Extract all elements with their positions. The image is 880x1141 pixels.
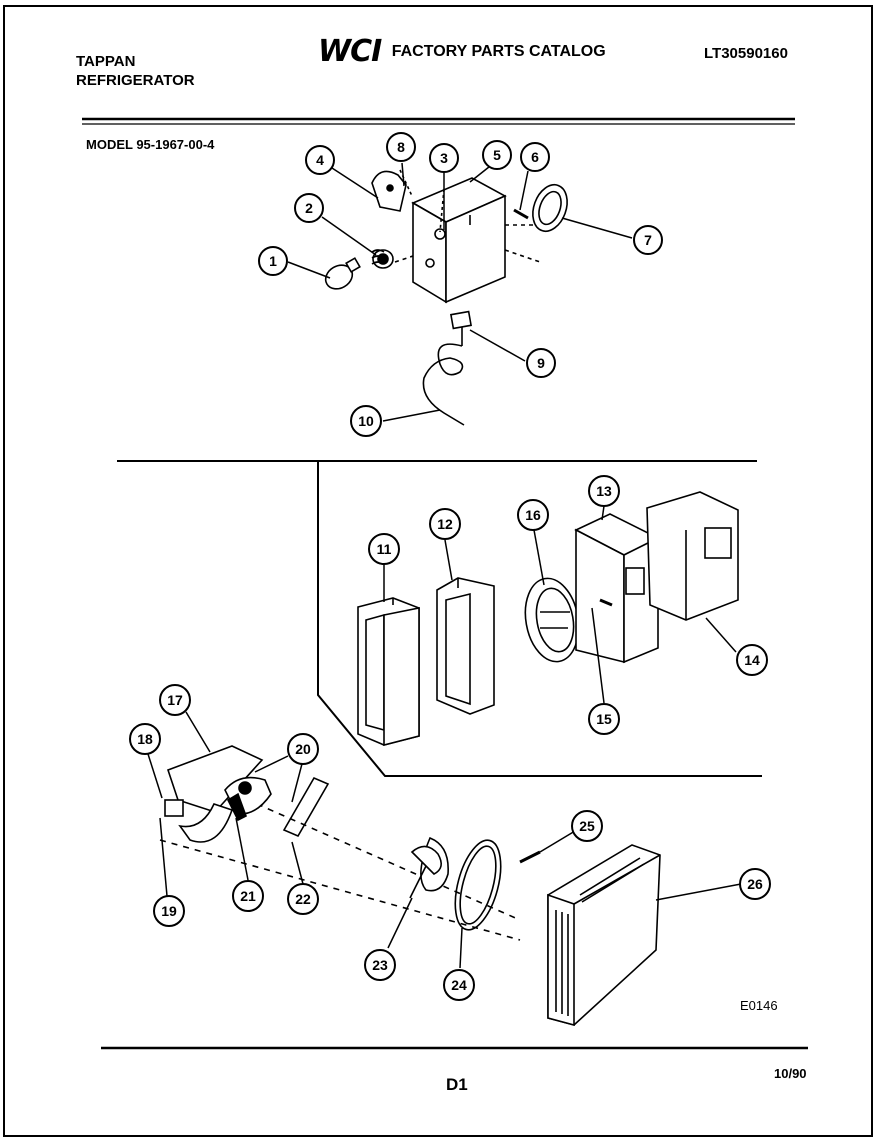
- callout-24: 24: [443, 969, 475, 1001]
- callout-18: 18: [129, 723, 161, 755]
- housing-box-part: [411, 177, 507, 304]
- callout-26: 26: [739, 868, 771, 900]
- callout-label: 13: [596, 483, 612, 499]
- middle-assembly: [357, 491, 739, 747]
- fan-motor-part-21: [224, 776, 272, 822]
- callout-8: 8: [386, 132, 416, 162]
- fan-ring-part-24: [454, 839, 502, 931]
- model-number: MODEL 95-1967-00-4: [86, 137, 215, 152]
- diagram-code: E0146: [740, 998, 778, 1013]
- callout-label: 23: [372, 957, 388, 973]
- callout-6: 6: [520, 142, 550, 172]
- cover-part-14: [646, 491, 739, 621]
- callout-label: 19: [161, 903, 177, 919]
- screw-part-6: [513, 208, 529, 220]
- screw-part-25: [519, 850, 541, 864]
- callout-19: 19: [153, 895, 185, 927]
- page-date: 10/90: [774, 1066, 807, 1081]
- callout-label: 7: [644, 232, 652, 248]
- callout-4: 4: [305, 145, 335, 175]
- bracket-part: [371, 170, 407, 212]
- fan-blade-part-23: [409, 836, 449, 899]
- bottom-assembly: [159, 745, 661, 1027]
- callout-label: 1: [269, 253, 277, 269]
- callout-2: 2: [294, 193, 324, 223]
- callout-label: 9: [537, 355, 545, 371]
- product-name: REFRIGERATOR: [76, 72, 195, 89]
- bracket-part-22: [282, 776, 330, 838]
- callout-5: 5: [482, 140, 512, 170]
- catalog-number: LT30590160: [704, 45, 788, 62]
- callout-16: 16: [517, 499, 549, 531]
- callout-23: 23: [364, 949, 396, 981]
- socket-part: [371, 249, 394, 269]
- callout-13: 13: [588, 475, 620, 507]
- callout-label: 11: [377, 541, 392, 557]
- housing-part-13: [574, 513, 660, 664]
- frame-part-11: [357, 597, 420, 747]
- callout-label: 15: [596, 711, 612, 727]
- page-id: D1: [446, 1075, 468, 1094]
- callout-label: 10: [358, 413, 374, 429]
- section-divider: [117, 460, 762, 777]
- catalog-title: WCI FACTORY PARTS CATALOG: [318, 34, 606, 69]
- wci-logo: WCI: [318, 34, 382, 69]
- motor-bracket-part-17: [164, 745, 264, 843]
- callout-label: 12: [437, 516, 453, 532]
- callout-17: 17: [159, 684, 191, 716]
- callout-label: 24: [451, 977, 467, 993]
- callout-bubbles: 1 2 3 4 5 6 7 8 9 10 11 12 13 14 15 16 1…: [129, 132, 771, 1001]
- callout-12: 12: [429, 508, 461, 540]
- callout-label: 6: [531, 149, 539, 165]
- callout-22: 22: [287, 883, 319, 915]
- callout-label: 25: [579, 818, 595, 834]
- callout-label: 17: [167, 692, 183, 708]
- callout-10: 10: [350, 405, 382, 437]
- callout-leaders: [147, 162, 742, 969]
- callout-label: 8: [397, 139, 405, 155]
- fan-shroud-part-16: [524, 577, 580, 663]
- callout-9: 9: [526, 348, 556, 378]
- frame-part-12: [436, 577, 495, 715]
- callout-11: 11: [368, 533, 400, 565]
- callout-label: 5: [493, 147, 501, 163]
- callout-label: 3: [440, 150, 448, 166]
- catalog-title-text: FACTORY PARTS CATALOG: [391, 42, 606, 60]
- callout-label: 21: [240, 888, 256, 904]
- callout-25: 25: [571, 810, 603, 842]
- callout-15: 15: [588, 703, 620, 735]
- callout-label: 26: [747, 876, 763, 892]
- switch-part: [449, 310, 473, 346]
- page-border: [3, 5, 873, 1137]
- callout-20: 20: [287, 733, 319, 765]
- callout-label: 2: [305, 200, 313, 216]
- light-bulb-part: [324, 257, 361, 290]
- callout-14: 14: [736, 644, 768, 676]
- callout-21: 21: [232, 880, 264, 912]
- callout-label: 14: [744, 652, 760, 668]
- callout-label: 18: [137, 731, 153, 747]
- callout-7: 7: [633, 225, 663, 255]
- brand-name: TAPPAN: [76, 53, 136, 70]
- wire-harness-part: [422, 343, 465, 426]
- callout-label: 16: [525, 507, 541, 523]
- callout-label: 22: [295, 891, 311, 907]
- cover-plate-part: [532, 183, 568, 233]
- callout-label: 4: [316, 152, 324, 168]
- callout-3: 3: [429, 143, 459, 173]
- grille-part-26: [547, 844, 661, 1027]
- screw-part: [399, 169, 413, 197]
- callout-1: 1: [258, 246, 288, 276]
- callout-label: 20: [295, 741, 311, 757]
- brand-block: TAPPAN REFRIGERATOR: [76, 52, 195, 90]
- top-assembly: [324, 169, 568, 426]
